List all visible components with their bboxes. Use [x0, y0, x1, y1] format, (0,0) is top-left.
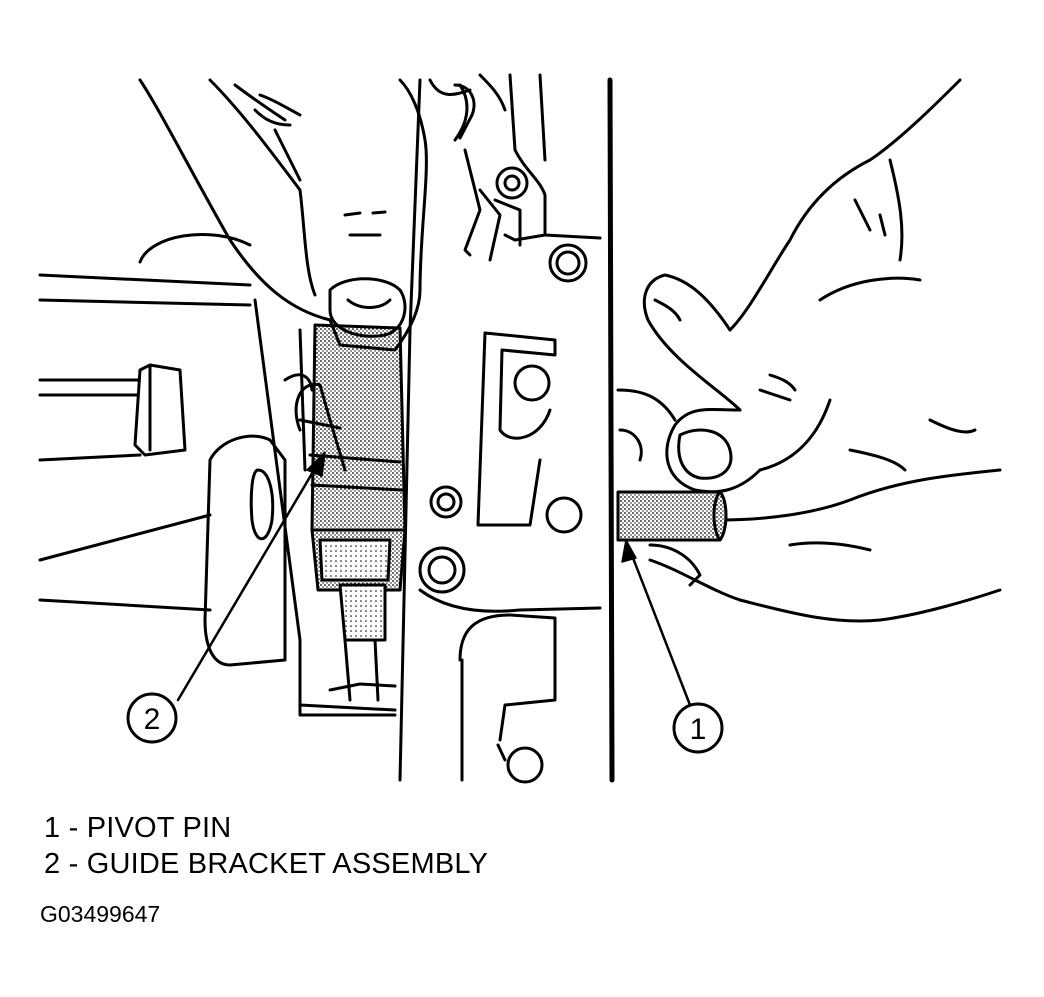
callout-1: 1 — [672, 702, 724, 754]
valve-body-edge — [607, 77, 615, 783]
callout-2-leader — [176, 458, 322, 702]
callout-2-arrowhead — [306, 451, 326, 477]
right-hand — [616, 78, 1002, 623]
guide-bracket-assembly — [308, 323, 407, 702]
figure-id: G03499647 — [40, 901, 161, 927]
legend-item-guide-bracket-assembly: 2 - GUIDE BRACKET ASSEMBLY — [44, 848, 489, 880]
leader-arrowheads — [306, 451, 637, 563]
leader-lines — [176, 458, 692, 707]
left-hand — [138, 78, 428, 352]
callout-1-leader — [626, 543, 692, 707]
bracket-spring — [283, 373, 347, 472]
callout-2-number: 2 — [144, 703, 161, 736]
left-housing — [38, 233, 397, 717]
legend: 1 - PIVOT PIN 2 - GUIDE BRACKET ASSEMBLY — [44, 810, 488, 882]
callout-1-arrowhead — [621, 539, 637, 563]
pivot-pin — [616, 490, 728, 542]
guide-block — [133, 363, 187, 457]
callout-1-number: 1 — [690, 713, 707, 746]
legend-item-pivot-pin: 1 - PIVOT PIN — [44, 812, 232, 844]
callout-2: 2 — [126, 692, 178, 744]
valve-body-plate — [398, 73, 602, 784]
service-illustration: 2 1 — [38, 73, 1002, 784]
